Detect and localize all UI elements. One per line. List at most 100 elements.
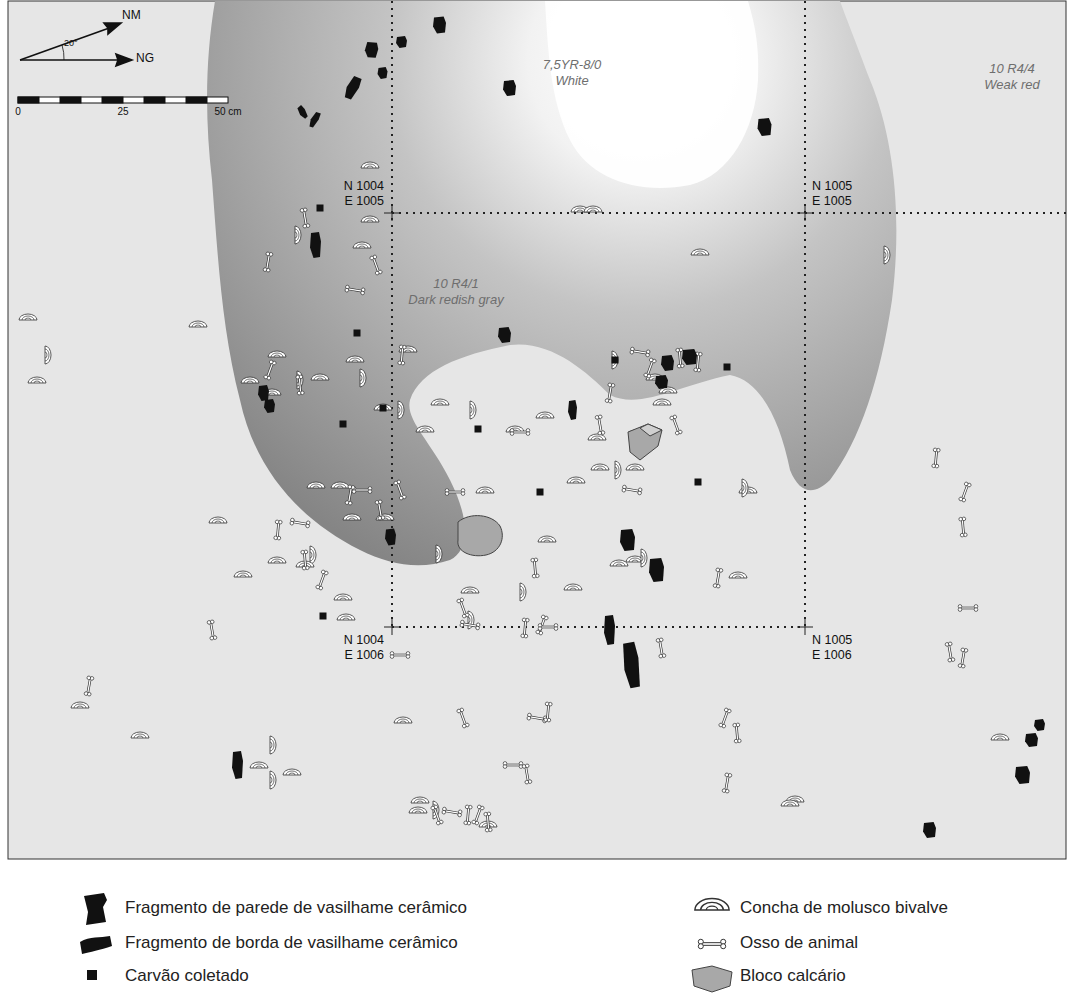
legend-samples bbox=[80, 893, 732, 992]
sherd-mark bbox=[378, 67, 388, 79]
sherd-mark bbox=[385, 529, 396, 546]
grid-coordinate: E 1005 bbox=[344, 194, 384, 208]
grid-coordinate: N 1004 bbox=[344, 633, 384, 647]
shell-mark bbox=[691, 249, 709, 255]
bone-mark bbox=[958, 648, 968, 668]
shell-mark bbox=[653, 399, 671, 405]
shell-mark bbox=[991, 734, 1009, 740]
sherd-mark bbox=[923, 822, 936, 838]
shell-mark bbox=[241, 377, 259, 383]
dark-zone bbox=[207, 1, 896, 565]
shell-mark bbox=[343, 514, 361, 520]
grid-coordinate: N 1005 bbox=[812, 633, 852, 647]
zone-name: Weak red bbox=[984, 78, 1039, 93]
shell-mark bbox=[19, 314, 37, 320]
shell-mark bbox=[729, 572, 747, 578]
bone-mark bbox=[484, 812, 492, 832]
bone-mark bbox=[301, 550, 309, 570]
shell-mark bbox=[45, 346, 51, 364]
shell-mark bbox=[884, 246, 890, 264]
bone-mark bbox=[622, 485, 642, 495]
grid-coordinate: N 1005 bbox=[812, 179, 852, 193]
shell-mark bbox=[310, 546, 316, 564]
munsell-code: 10 R4/4 bbox=[989, 62, 1035, 77]
shell-mark bbox=[564, 584, 582, 590]
bone-mark bbox=[932, 448, 940, 468]
bone-mark bbox=[263, 360, 276, 381]
shell-mark bbox=[331, 482, 349, 488]
shell-mark bbox=[71, 702, 89, 708]
zone-name: White bbox=[555, 74, 588, 89]
shell-mark bbox=[394, 717, 412, 723]
bone-mark bbox=[538, 624, 558, 631]
charcoal-mark bbox=[695, 479, 702, 486]
legend-text: Fragmento de borda de vasilhame cerâmico bbox=[125, 933, 458, 953]
bone-mark bbox=[460, 620, 480, 630]
sherd-mark bbox=[433, 17, 446, 34]
charcoal-mark bbox=[354, 330, 361, 337]
sherd-mark bbox=[258, 385, 269, 401]
artifacts bbox=[19, 17, 1045, 839]
bone-mark bbox=[456, 708, 469, 729]
shell-mark bbox=[353, 242, 371, 248]
shell-mark bbox=[270, 736, 276, 754]
charcoal-mark bbox=[340, 421, 347, 428]
bone-mark bbox=[296, 375, 304, 395]
shell-mark bbox=[476, 487, 494, 493]
bone-mark bbox=[503, 762, 523, 769]
charcoal-mark bbox=[380, 405, 387, 412]
shell-mark bbox=[431, 399, 449, 405]
bone-mark bbox=[471, 805, 484, 826]
sherd-mark bbox=[307, 111, 322, 129]
grid-coordinate: E 1005 bbox=[812, 194, 852, 208]
sherd-mark bbox=[1015, 766, 1030, 784]
sherd-mark bbox=[396, 36, 407, 48]
bone-mark bbox=[722, 773, 732, 793]
shell-mark bbox=[334, 594, 352, 600]
legend-text: Osso de animal bbox=[740, 933, 858, 953]
sherd-mark bbox=[503, 80, 516, 96]
bone-mark bbox=[643, 358, 656, 379]
legend-text: Fragmento de parede de vasilhame cerâmic… bbox=[125, 898, 467, 918]
white-zone bbox=[545, 1, 758, 188]
charcoal-sample bbox=[87, 970, 97, 980]
shell-mark bbox=[584, 206, 602, 212]
bone-mark bbox=[207, 620, 217, 640]
bone-mark bbox=[733, 723, 741, 743]
shell-mark bbox=[588, 434, 606, 440]
bone-mark bbox=[713, 568, 723, 588]
charcoal-mark bbox=[537, 489, 544, 496]
shell-mark bbox=[538, 536, 556, 542]
shell-mark bbox=[536, 412, 554, 418]
shell-mark bbox=[131, 732, 149, 738]
shell-mark bbox=[461, 587, 479, 593]
bone-mark bbox=[393, 480, 406, 501]
limestone-sample bbox=[692, 966, 732, 992]
sherd-mark bbox=[661, 355, 674, 371]
munsell-code: 10 R4/1 bbox=[433, 277, 479, 292]
shell-mark bbox=[268, 557, 286, 563]
bone-mark bbox=[521, 618, 529, 638]
sherd-mark bbox=[1025, 733, 1038, 747]
sherd-mark bbox=[498, 327, 511, 343]
bone-mark bbox=[945, 642, 955, 662]
sherd-mark bbox=[264, 399, 275, 413]
grid-coordinate: E 1006 bbox=[812, 648, 852, 662]
sherd-rim-sample bbox=[80, 936, 112, 954]
map-ground bbox=[8, 1, 1066, 859]
bone-mark bbox=[527, 713, 547, 723]
bone-mark bbox=[315, 570, 328, 591]
bone-mark bbox=[84, 676, 94, 696]
sherd-mark bbox=[655, 375, 668, 389]
shell-mark bbox=[28, 377, 46, 383]
shell-mark bbox=[411, 797, 429, 803]
sherd-mark bbox=[758, 118, 772, 136]
bone-mark bbox=[369, 255, 382, 276]
legend-text: Bloco calcário bbox=[740, 966, 846, 986]
shell-mark bbox=[416, 426, 434, 432]
scale-number: 50 cm bbox=[214, 106, 241, 118]
legend-text: Concha de molusco bivalve bbox=[740, 898, 948, 918]
bone-mark bbox=[375, 500, 385, 520]
shell-mark bbox=[615, 461, 621, 479]
